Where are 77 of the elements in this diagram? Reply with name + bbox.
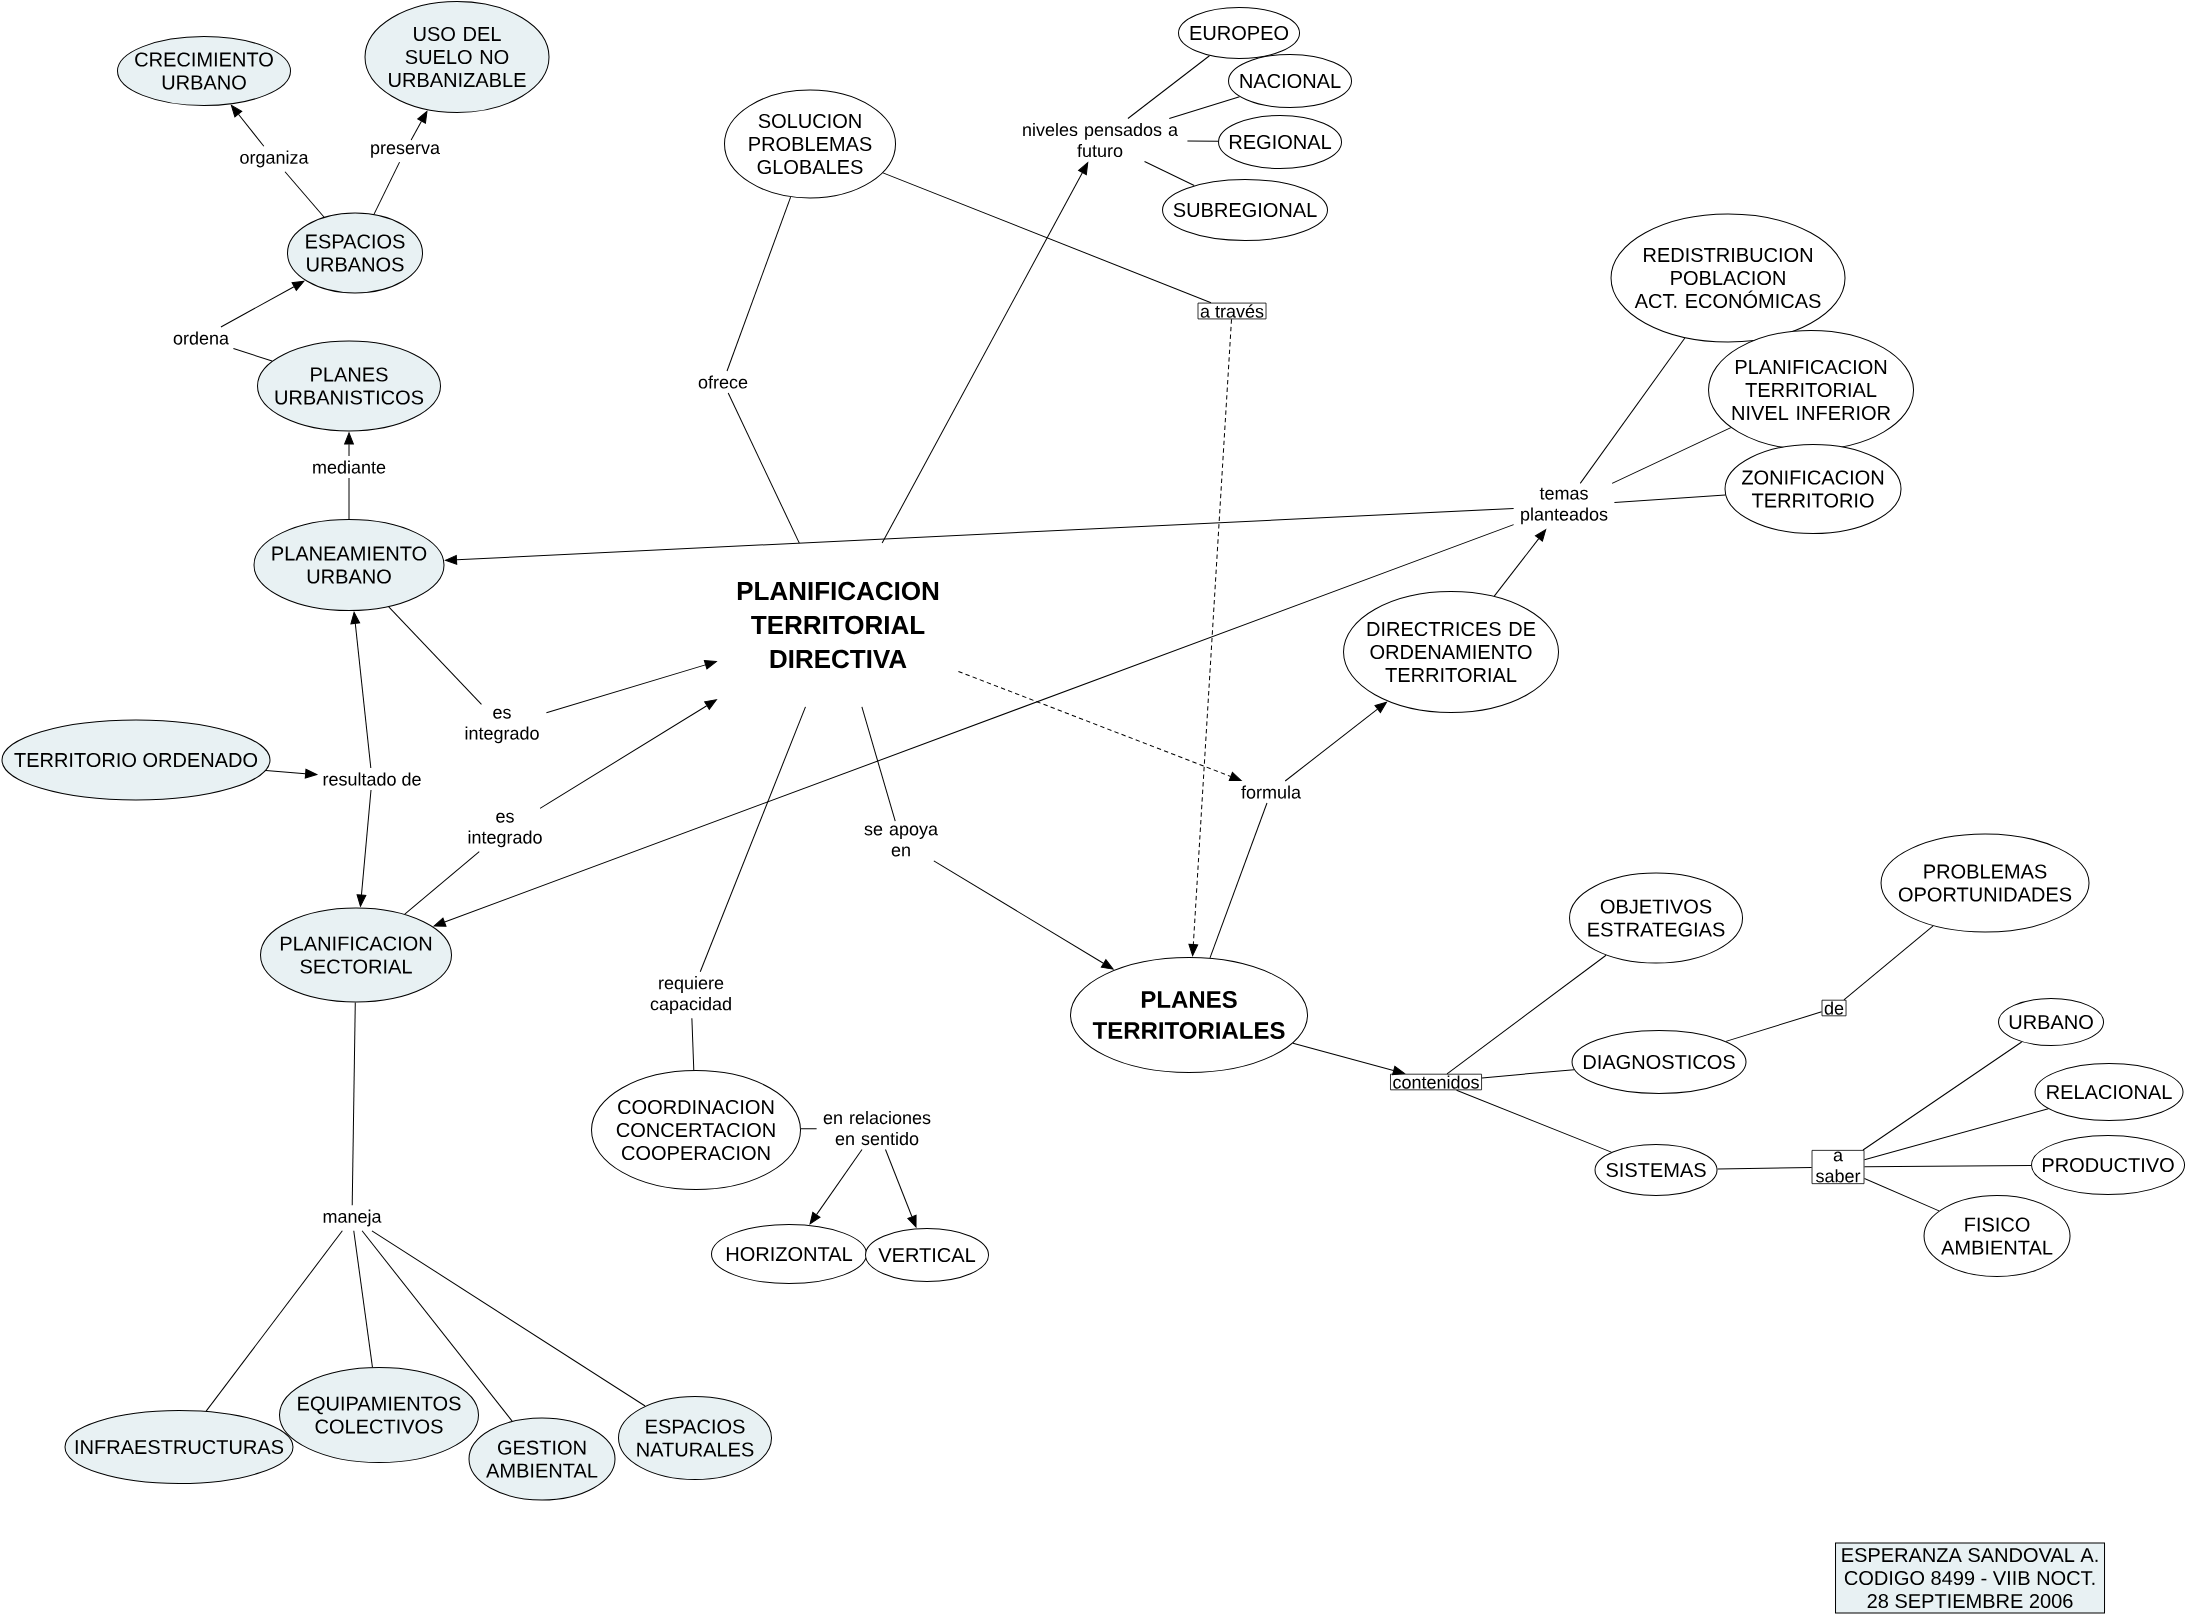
linking-phrase: niveles pensados a futuro — [1023, 122, 1178, 158]
connector-line — [1863, 1165, 2032, 1168]
connector-line — [1716, 1166, 1813, 1170]
arrow — [265, 768, 318, 779]
connector-line — [1725, 1011, 1823, 1042]
connector-line — [1579, 337, 1686, 484]
arrow — [220, 280, 305, 328]
connector-line — [1168, 96, 1241, 119]
linking-phrase: en relaciones en sentido — [823, 1110, 931, 1146]
linking-phrase: ordena — [173, 331, 229, 345]
connector-line — [699, 706, 806, 973]
linking-phrase: mediante — [313, 460, 386, 474]
arrow — [433, 524, 1515, 927]
linking-phrase: requiere capacidad — [650, 976, 731, 1014]
arrow — [410, 110, 428, 141]
connector-line — [1144, 161, 1195, 186]
linking-phrase: es integrado — [468, 812, 542, 848]
connector-line — [361, 1230, 513, 1422]
dashed-arrow — [1188, 318, 1232, 957]
arrow — [1284, 701, 1387, 782]
connector-line — [353, 1230, 373, 1368]
arrow — [933, 860, 1114, 970]
connector-line — [1613, 494, 1726, 504]
arrow — [350, 611, 372, 769]
arrow — [344, 432, 354, 457]
connector-line — [404, 851, 480, 915]
linking-phrase: a saber — [1811, 1150, 1865, 1185]
dashed-arrow — [957, 670, 1242, 782]
connector-line — [1862, 1041, 2023, 1151]
connector-line — [727, 392, 800, 544]
linking-phrase: es integrado — [465, 708, 539, 744]
connector-line — [388, 606, 482, 705]
linking-phrase: contenidos — [1390, 1073, 1482, 1091]
arrow — [539, 699, 717, 809]
arrow — [884, 1149, 917, 1228]
connector-line — [691, 1017, 695, 1071]
linking-phrase: maneja — [323, 1209, 382, 1227]
linking-phrase: preserva — [371, 144, 440, 158]
arrow — [356, 789, 372, 907]
connector-line — [726, 196, 792, 372]
connector-line — [348, 477, 350, 520]
linking-phrase: se apoya en — [864, 825, 938, 857]
connector-line — [882, 172, 1212, 304]
linking-phrase: resultado de — [323, 772, 421, 786]
linking-phrase: ofrece — [698, 375, 748, 389]
connector-line — [1611, 427, 1732, 484]
linking-phrase: a través — [1197, 302, 1267, 320]
connector-line — [232, 348, 273, 362]
connector-line — [1127, 55, 1210, 119]
connector-line — [351, 1002, 356, 1206]
connector-line — [1446, 954, 1607, 1075]
arrow — [881, 162, 1089, 544]
arrow — [809, 1149, 863, 1225]
linking-phrase: organiza — [240, 150, 309, 168]
arrow — [1292, 1042, 1405, 1076]
connector-line — [800, 1128, 818, 1130]
arrow — [444, 507, 1515, 565]
connector-line — [205, 1230, 343, 1412]
connector-line — [861, 706, 896, 822]
linking-phrase: temas planteados — [1521, 487, 1608, 525]
connector-line — [371, 1230, 646, 1407]
arrow — [1493, 529, 1547, 597]
connector-line — [284, 171, 325, 218]
connector-line — [373, 161, 401, 215]
arrow — [230, 104, 265, 147]
connector-line — [1456, 1089, 1612, 1153]
connector-line — [1843, 925, 1934, 1001]
central-concept: PLANIFICACION TERRITORIAL DIRECTIVA — [737, 581, 939, 669]
connector-line — [1863, 1177, 1940, 1212]
connector-line — [1863, 1108, 2049, 1161]
linking-phrase: de — [1821, 999, 1847, 1017]
connector-line — [1481, 1069, 1575, 1079]
author-note: ESPERANZA SANDOVAL A. CODIGO 8499 - VIIB NOCT. 28 SEPTIEMBRE 2006 — [1835, 1542, 2106, 1614]
connector-line — [1209, 802, 1268, 959]
connector-line — [1186, 140, 1219, 142]
linking-phrase: formula — [1241, 785, 1301, 799]
arrow — [545, 660, 717, 714]
